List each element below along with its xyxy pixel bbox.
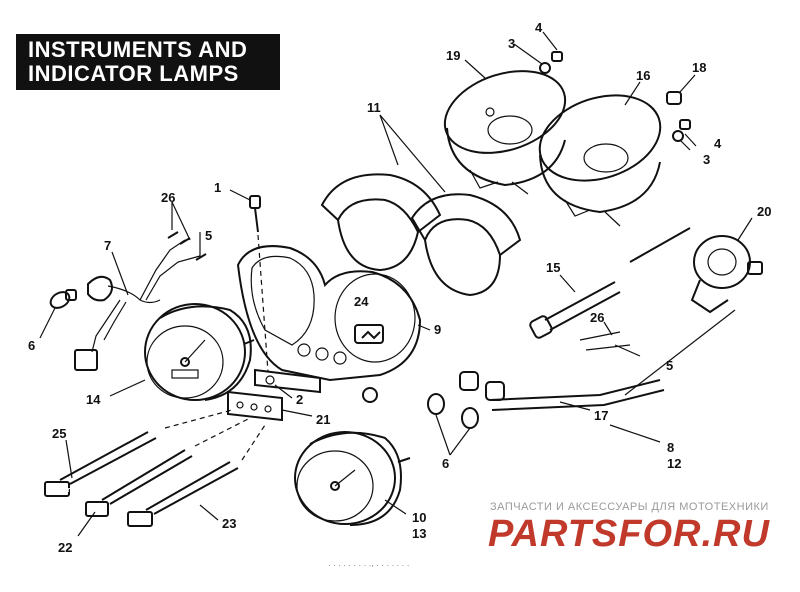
screw-1	[249, 195, 261, 233]
callout-17: 17	[594, 408, 608, 423]
callout-22: 22	[58, 540, 72, 555]
callout-7: 7	[104, 238, 111, 253]
title-banner: INSTRUMENTS AND INDICATOR LAMPS	[16, 34, 280, 90]
lamp-lead-23: HIGH B	[127, 461, 239, 527]
title-line-2: INDICATOR LAMPS	[28, 61, 239, 86]
callout-9: 9	[434, 322, 441, 337]
callout-4b: 4	[714, 136, 722, 151]
callout-12: 12	[667, 456, 681, 471]
callout-numbers: 1 2 3 3 4 4 5 5 6 6 7 8 9 10 11 12 13 14…	[28, 20, 771, 555]
tachometer-cup-16	[538, 94, 662, 227]
callout-15: 15	[546, 260, 560, 275]
watermark: ЗАПЧАСТИ И АКСЕССУАРЫ ДЛЯ МОТОТЕХНИКИ PA…	[488, 501, 770, 555]
callout-8: 8	[667, 440, 674, 455]
callout-14: 14	[86, 392, 101, 407]
callout-19: 19	[446, 48, 460, 63]
speedometer-cup-19	[443, 70, 567, 195]
dashed-guides	[164, 234, 269, 461]
lamp-label-high-beam: HIGH B	[130, 516, 158, 524]
callout-6b: 6	[442, 456, 449, 471]
callout-5b: 5	[666, 358, 673, 373]
callout-21: 21	[316, 412, 330, 427]
tachometer-10-13	[294, 431, 411, 526]
bulb-6-left	[49, 289, 77, 309]
callout-18: 18	[692, 60, 706, 75]
indicator-housing-21	[227, 390, 283, 422]
callout-20: 20	[757, 204, 771, 219]
callout-25: 25	[52, 426, 66, 441]
harness-7	[74, 239, 201, 371]
lamp-lead-25: Neutral	[44, 431, 157, 497]
watermark-tagline: ЗАПЧАСТИ И АКСЕССУАРЫ ДЛЯ МОТОТЕХНИКИ	[490, 501, 769, 513]
callout-23: 23	[222, 516, 236, 531]
callout-6a: 6	[28, 338, 35, 353]
speedo-cable-15	[529, 227, 691, 339]
callout-3b: 3	[703, 152, 710, 167]
callout-13: 13	[412, 526, 426, 541]
callout-16: 16	[636, 68, 650, 83]
hardware-nuts	[539, 51, 691, 142]
bracket-2	[254, 368, 321, 394]
speedometer-14	[144, 303, 255, 401]
title-line-1: INSTRUMENTS AND	[28, 37, 248, 62]
harness-17	[489, 309, 736, 411]
watermark-logo-part2: FOR.RU	[618, 513, 770, 555]
lamp-lead-22: Oil	[85, 449, 193, 517]
callout-4a: 4	[535, 20, 543, 35]
watermark-logo: PARTSFOR.RU	[488, 513, 770, 555]
bulbs-6-right	[427, 371, 505, 429]
wires-26-5-left	[167, 231, 207, 261]
lamp-label-oil: Oil	[91, 506, 102, 514]
callout-11: 11	[367, 100, 381, 115]
speedo-drive-20	[690, 235, 763, 314]
leader-lines	[39, 31, 753, 537]
footer-mark: . . . . . . . . ., . . . . . . .	[328, 559, 409, 568]
watermark-logo-part1: PARTS	[488, 513, 618, 555]
callout-2: 2	[296, 392, 303, 407]
mounting-bracket-9	[236, 245, 422, 403]
callout-1: 1	[214, 180, 221, 195]
callout-26a: 26	[161, 190, 175, 205]
callout-3a: 3	[508, 36, 515, 51]
callout-5a: 5	[205, 228, 212, 243]
lens-rings-11	[320, 173, 522, 297]
lamp-label-neutral: Neutral	[48, 486, 78, 494]
callout-10: 10	[412, 510, 426, 525]
callout-24: 24	[354, 294, 369, 309]
callout-26b: 26	[590, 310, 604, 325]
